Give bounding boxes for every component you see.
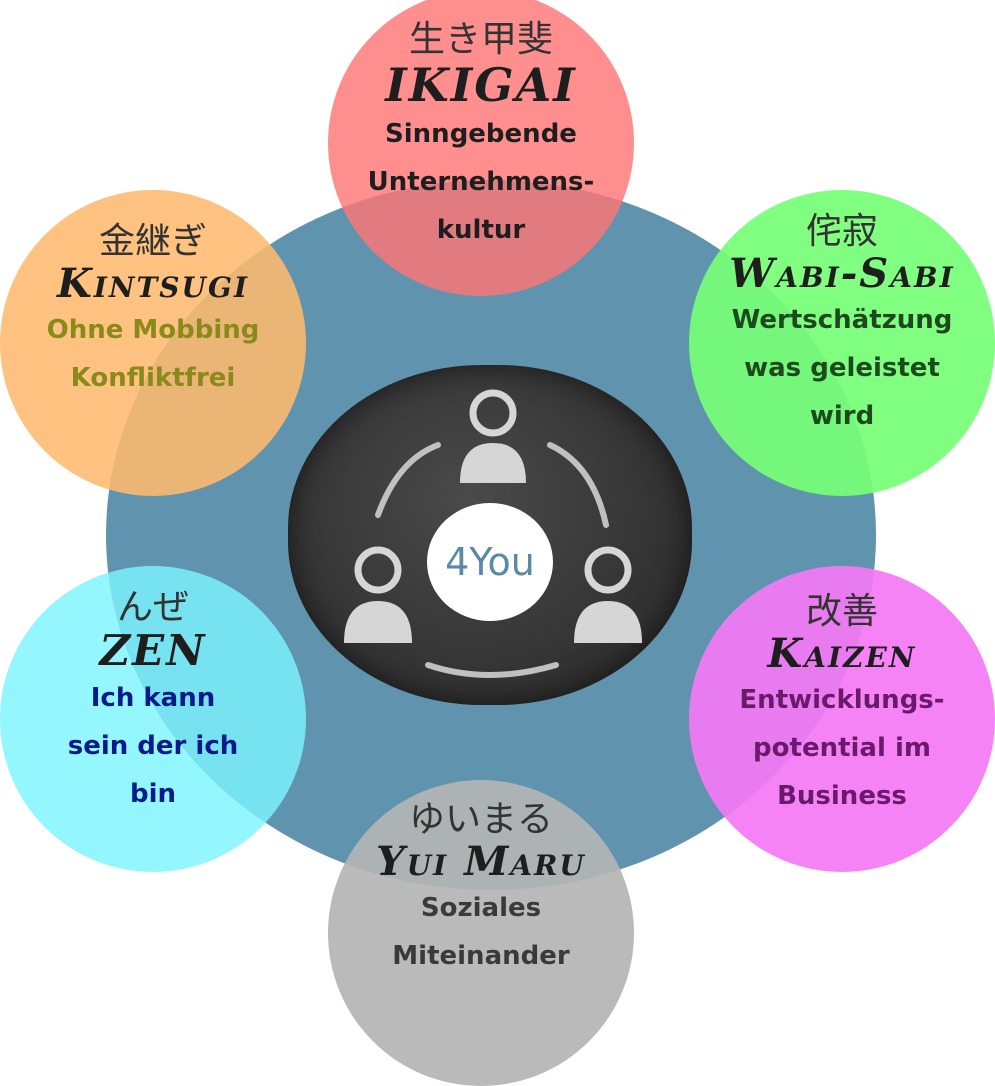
segment-line: Miteinander <box>392 940 570 971</box>
segment-name: Yui Maru <box>376 837 586 885</box>
segment-description: Wertschätzung was geleistet wird <box>732 296 953 440</box>
center-label: 4You <box>445 540 535 584</box>
segment-kanji: 生き甲斐 <box>408 19 553 60</box>
segment-name: Kaizen <box>767 629 917 677</box>
segment-line: potential im <box>753 732 931 763</box>
segment-yui-maru: ゆいまる Yui Maru Soziales Miteinander <box>328 780 634 1086</box>
segment-description: Soziales Miteinander <box>392 884 569 980</box>
segment-line: bin <box>129 778 177 809</box>
segment-kanji: ゆいまる <box>408 799 553 840</box>
segment-line: Entwicklungs- <box>739 684 945 715</box>
segment-line: Wertschätzung <box>731 304 953 335</box>
segment-name: IKIGAI <box>385 57 577 112</box>
segment-wabi-sabi: 侘寂 Wabi-Sabi Wertschätzung was geleistet… <box>689 190 995 496</box>
segment-line: Ich kann <box>90 682 216 713</box>
segment-line: Konfliktfrei <box>70 362 236 393</box>
segment-line: was geleistet <box>744 352 940 383</box>
segment-line: Soziales <box>420 892 542 923</box>
center-badge: 4You <box>427 503 553 621</box>
segment-zen: んぜ ZEN Ich kann sein der ich bin <box>0 566 306 872</box>
segment-description: Sinngebende Unternehmens- kultur <box>368 110 595 254</box>
segment-kintsugi: 金継ぎ Kintsugi Ohne Mobbing Konfliktfrei <box>0 190 306 496</box>
segment-name: Kintsugi <box>57 259 249 307</box>
segment-line: Business <box>777 780 907 811</box>
segment-ikigai: 生き甲斐 IKIGAI Sinngebende Unternehmens- ku… <box>328 0 634 296</box>
segment-kanji: 金継ぎ <box>98 221 207 262</box>
segment-description: Ich kann sein der ich bin <box>68 674 239 818</box>
segment-kaizen: 改善 Kaizen Entwicklungs- potential im Bus… <box>689 566 995 872</box>
team-chalk-drawing <box>344 389 642 678</box>
person-icon-top <box>460 389 526 483</box>
segment-line: Unternehmens- <box>367 167 595 198</box>
segment-kanji: んぜ <box>116 587 189 628</box>
segment-kanji: 侘寂 <box>805 211 878 252</box>
segment-line: kultur <box>436 215 526 246</box>
segment-line: sein der ich <box>67 730 239 761</box>
segment-line: Ohne Mobbing <box>46 314 260 345</box>
person-icon-left <box>344 546 412 643</box>
segment-line: Sinngebende <box>385 119 577 150</box>
segment-line: wird <box>809 400 875 431</box>
segment-kanji: 改善 <box>805 591 878 632</box>
segment-name: ZEN <box>99 625 207 675</box>
segment-name: Wabi-Sabi <box>729 249 955 297</box>
segment-description: Entwicklungs- potential im Business <box>739 676 944 820</box>
person-icon-right <box>574 546 642 643</box>
segment-description: Ohne Mobbing Konfliktfrei <box>47 306 260 402</box>
